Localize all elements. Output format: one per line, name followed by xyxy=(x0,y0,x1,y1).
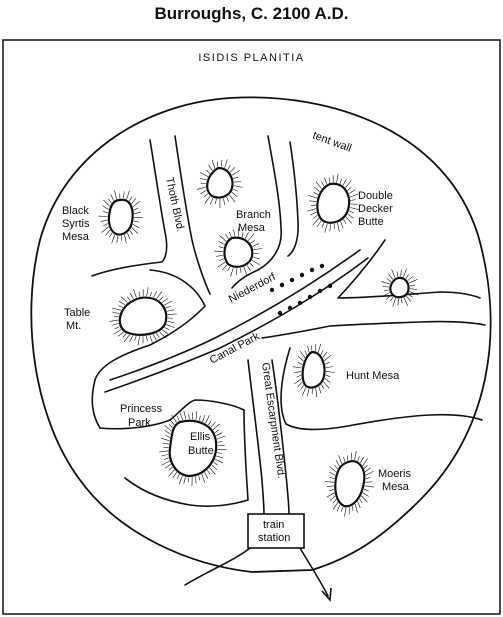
double-decker-butte-label-line-3: Butte xyxy=(358,216,384,228)
map-subtitle: ISIDIS PLANITIA xyxy=(198,52,305,64)
branch-mesa-label-line-1: Branch xyxy=(236,209,271,221)
train-arrow-icon xyxy=(321,587,332,602)
double-decker-butte-shape xyxy=(316,182,351,224)
branch-mesa-label-line-2: Mesa xyxy=(238,222,266,234)
train-line-west xyxy=(184,547,251,586)
small-east-mesa-shape xyxy=(389,276,410,299)
princess-park-label-line-2: Park xyxy=(128,417,151,429)
train-station-label-line-1: train xyxy=(263,519,284,531)
ellis-butte-block-edge xyxy=(124,409,249,507)
train-station-box xyxy=(247,513,305,549)
street-network xyxy=(91,135,486,602)
hunt-mesa-label: Hunt Mesa xyxy=(346,370,400,382)
ellis-butte-shape xyxy=(168,419,218,478)
niederdorf-label: Niederdorf xyxy=(227,270,279,305)
black-syrtis-mesa-label-line-1: Black xyxy=(62,205,89,217)
table-mt-block-edge xyxy=(91,269,206,429)
hunt-mesa-block-edge xyxy=(280,347,483,431)
train-line-east xyxy=(299,547,329,597)
mesas-layer xyxy=(107,166,410,508)
canal-park-label: Canal Park xyxy=(208,330,262,366)
black-syrtis-mesa-shape xyxy=(107,198,134,236)
black-syrtis-mesa-label-line-2: Syrtis xyxy=(62,218,90,230)
table-mt-shape xyxy=(118,296,168,336)
train-station-label-line-2: station xyxy=(258,532,290,544)
moeris-mesa-label-line-1: Moeris xyxy=(378,468,412,480)
hunt-mesa-shape xyxy=(301,350,326,389)
tent-wall-label: tent wall xyxy=(311,130,353,155)
map-frame xyxy=(2,39,501,615)
table-mt-label-line-1: Table xyxy=(64,307,90,319)
tent-wall xyxy=(30,96,492,573)
branch-mesa-block-edge xyxy=(231,135,282,289)
moeris-mesa-shape xyxy=(334,460,366,508)
table-mt-label-line-2: Mt. xyxy=(66,320,81,332)
double-decker-butte-label-line-2: Decker xyxy=(358,203,393,215)
thoth-blvd-west-edge xyxy=(91,139,168,277)
ellis-butte-label-line-1: Ellis xyxy=(190,431,211,443)
ellis-butte-label-line-2: Butte xyxy=(188,445,214,457)
princess-park-label-line-1: Princess xyxy=(120,403,163,415)
moeris-mesa-label-line-2: Mesa xyxy=(382,481,410,493)
canal-south-edge xyxy=(104,257,369,393)
east-lower-block-edge xyxy=(261,320,486,339)
double-decker-butte-label-line-1: Double xyxy=(358,190,393,202)
great-escarpment-east-edge xyxy=(271,359,290,516)
niederdorf-dots xyxy=(269,263,333,316)
escarpment-hatching xyxy=(98,159,419,517)
great-escarpment-west-edge xyxy=(247,359,265,516)
east-upper-block-edge xyxy=(337,239,481,299)
double-decker-block-edge xyxy=(287,141,299,257)
canal-north-edge xyxy=(109,249,361,381)
black-syrtis-mesa-label-line-3: Mesa xyxy=(62,231,90,243)
map-title: Burroughs, C. 2100 A.D. xyxy=(154,4,349,23)
princess-park-block-edge xyxy=(99,399,245,430)
branch-mesa-shape xyxy=(223,236,254,268)
thoth-blvd-east-edge xyxy=(174,135,211,295)
thoth-east-mesa-shape xyxy=(206,166,234,199)
